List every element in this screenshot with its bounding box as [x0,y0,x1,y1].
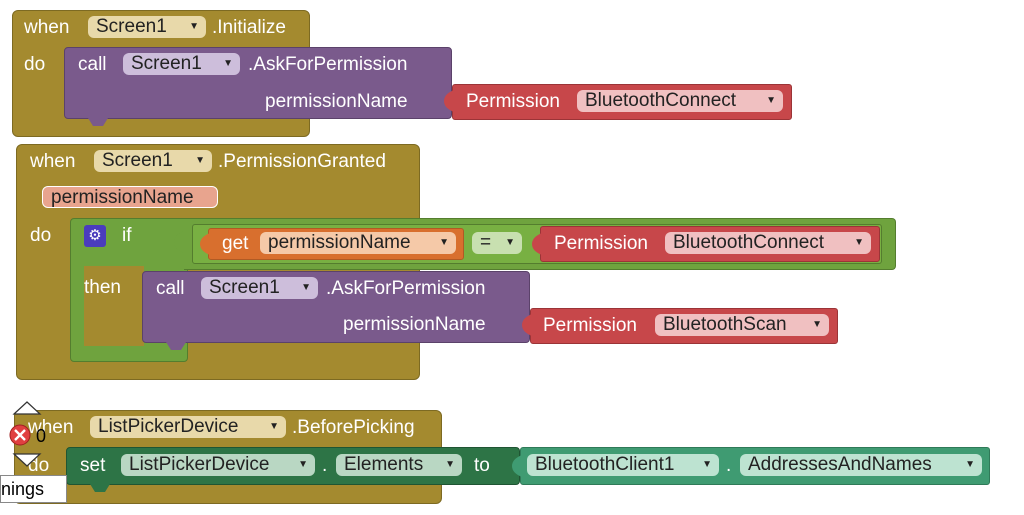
permission-dropdown[interactable]: BluetoothConnect ▼ [577,90,783,112]
dropdown-arrow-icon: ▼ [965,459,975,470]
error-count: 0 [36,426,47,446]
if-label: if [122,225,132,246]
when-label: when [24,17,70,38]
variable-dropdown-label: permissionName [268,232,411,253]
permission-value: BluetoothConnect [585,90,737,111]
dropdown-arrow-icon: ▼ [189,21,199,32]
component-dropdown-label: Screen1 [96,16,167,37]
block-notch-icon [166,342,186,350]
warnings-label: nings [1,479,45,499]
dropdown-arrow-icon: ▼ [766,95,776,106]
dropdown-arrow-icon: ▼ [269,421,279,432]
permission-value: BluetoothScan [663,314,787,335]
call-component-label: Screen1 [131,53,202,74]
property-dropdown[interactable]: Elements ▼ [336,454,462,476]
gear-icon[interactable]: ⚙ [84,225,106,247]
if-inner-notch [84,266,144,346]
dropdown-arrow-icon: ▼ [505,237,515,248]
warning-down-arrow-icon[interactable] [12,452,42,468]
warning-up-arrow-icon[interactable] [12,400,42,416]
dot-label: . [322,455,328,476]
call-label: call [156,278,185,299]
method-name: .AskForPermission [326,278,486,299]
dropdown-arrow-icon: ▼ [298,459,308,470]
dropdown-arrow-icon: ▼ [445,459,455,470]
permission-label: Permission [554,233,648,254]
call-label: call [78,54,107,75]
permission-label: Permission [543,315,637,336]
get-property-label: AddressesAndNames [748,454,932,475]
dropdown-arrow-icon: ▼ [195,155,205,166]
permission-dropdown[interactable]: BluetoothConnect ▼ [665,232,871,254]
block-notch-icon [88,118,108,126]
event-name: .BeforePicking [292,417,415,438]
param-name-label: permissionName [265,91,408,112]
permission-dropdown[interactable]: BluetoothScan ▼ [655,314,829,336]
puzzle-connector-icon [522,314,532,336]
get-component-dropdown[interactable]: BluetoothClient1 ▼ [527,454,719,476]
param-name-label: permissionName [343,314,486,335]
dropdown-arrow-icon: ▼ [854,237,864,248]
parameter-chip[interactable]: permissionName [42,186,218,208]
get-label: get [222,233,249,254]
event-name: .PermissionGranted [218,151,386,172]
component-dropdown-label: ListPickerDevice [98,416,239,437]
then-label: then [84,277,121,298]
set-component-label: ListPickerDevice [129,454,270,475]
variable-dropdown[interactable]: permissionName ▼ [260,232,456,254]
set-label: set [80,455,106,476]
get-component-label: BluetoothClient1 [535,454,675,475]
dot-label: . [726,455,732,476]
component-dropdown-label: Screen1 [102,150,173,171]
when-label: when [30,151,76,172]
puzzle-connector-icon [512,455,522,477]
call-component-dropdown[interactable]: Screen1 ▼ [123,53,240,75]
get-property-dropdown[interactable]: AddressesAndNames ▼ [740,454,982,476]
component-dropdown[interactable]: Screen1 ▼ [88,16,206,38]
component-dropdown[interactable]: Screen1 ▼ [94,150,212,172]
property-dropdown-label: Elements [344,454,424,475]
call-component-dropdown[interactable]: Screen1 ▼ [201,277,318,299]
when-label: when [28,417,74,438]
set-component-dropdown[interactable]: ListPickerDevice ▼ [121,454,315,476]
dropdown-arrow-icon: ▼ [439,237,449,248]
component-dropdown[interactable]: ListPickerDevice ▼ [90,416,286,438]
puzzle-connector-icon [532,233,542,255]
permission-label: Permission [466,91,560,112]
permission-value: BluetoothConnect [673,232,825,253]
call-component-label: Screen1 [209,277,280,298]
block-notch-icon [90,484,110,492]
warnings-toggle-button[interactable]: nings [0,475,67,503]
dropdown-arrow-icon: ▼ [223,58,233,69]
puzzle-connector-icon [174,231,184,253]
dropdown-arrow-icon: ▼ [702,459,712,470]
method-name: .AskForPermission [248,54,408,75]
dropdown-arrow-icon: ▼ [301,282,311,293]
error-icon[interactable] [8,423,32,447]
operator-label: = [480,232,492,253]
to-label: to [474,455,490,476]
dropdown-arrow-icon: ▼ [812,319,822,330]
operator-dropdown[interactable]: =▼ [472,232,522,254]
event-name: .Initialize [212,17,286,38]
puzzle-connector-icon [444,90,454,112]
parameter-chip-label: permissionName [51,187,194,208]
do-label: do [30,225,52,246]
puzzle-connector-icon [200,233,210,255]
do-label: do [24,54,46,75]
